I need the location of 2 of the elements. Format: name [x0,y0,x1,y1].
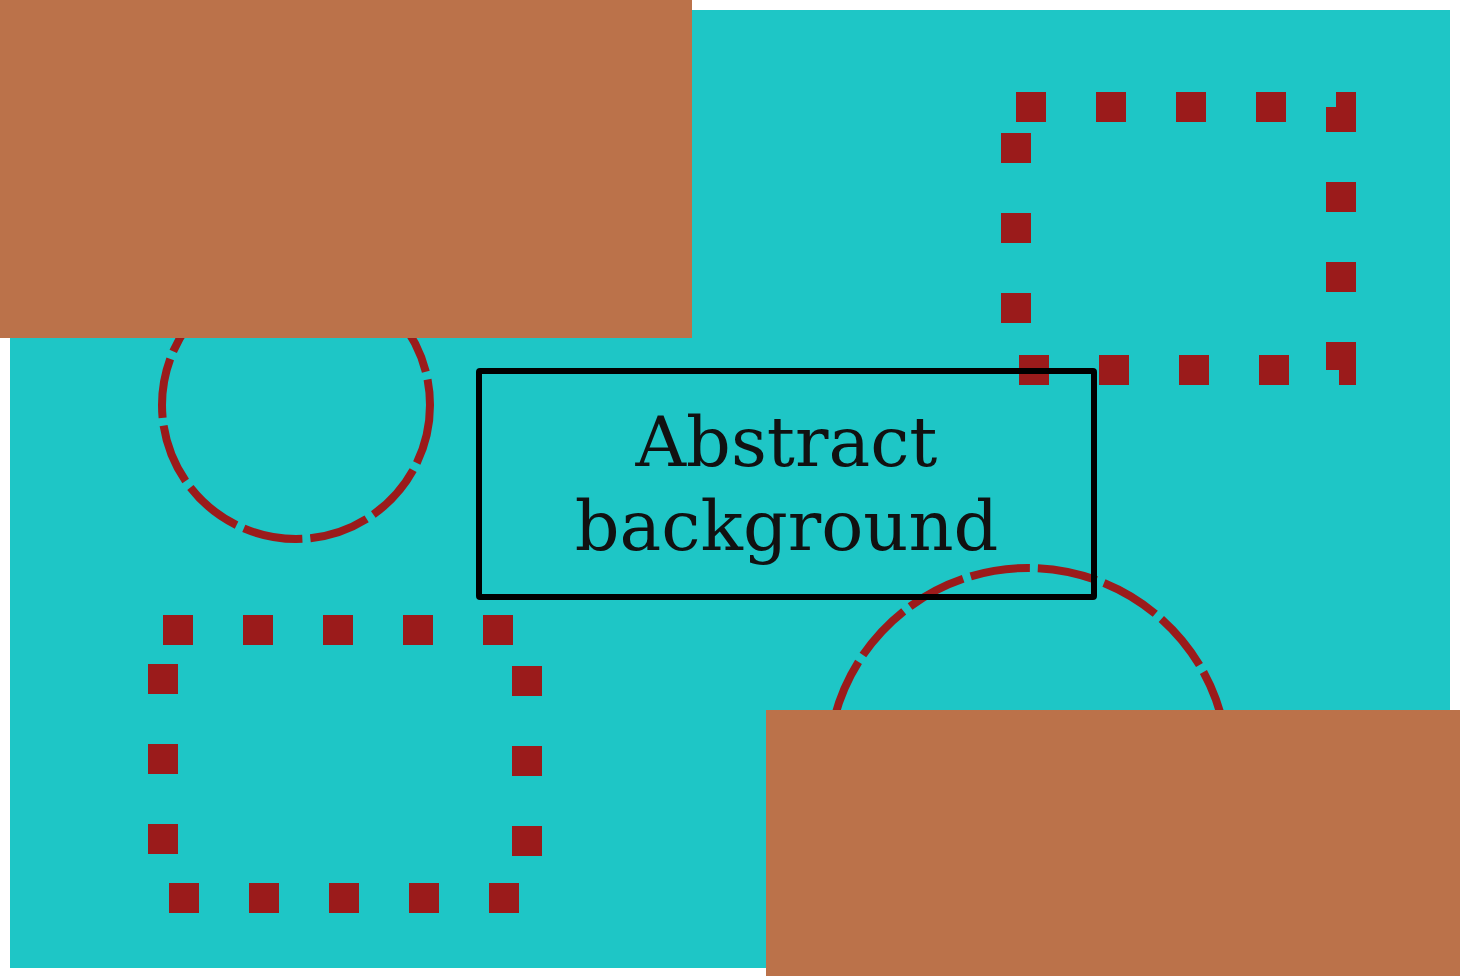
title-box [476,368,1097,600]
title-text: Abstract background [573,400,1000,568]
